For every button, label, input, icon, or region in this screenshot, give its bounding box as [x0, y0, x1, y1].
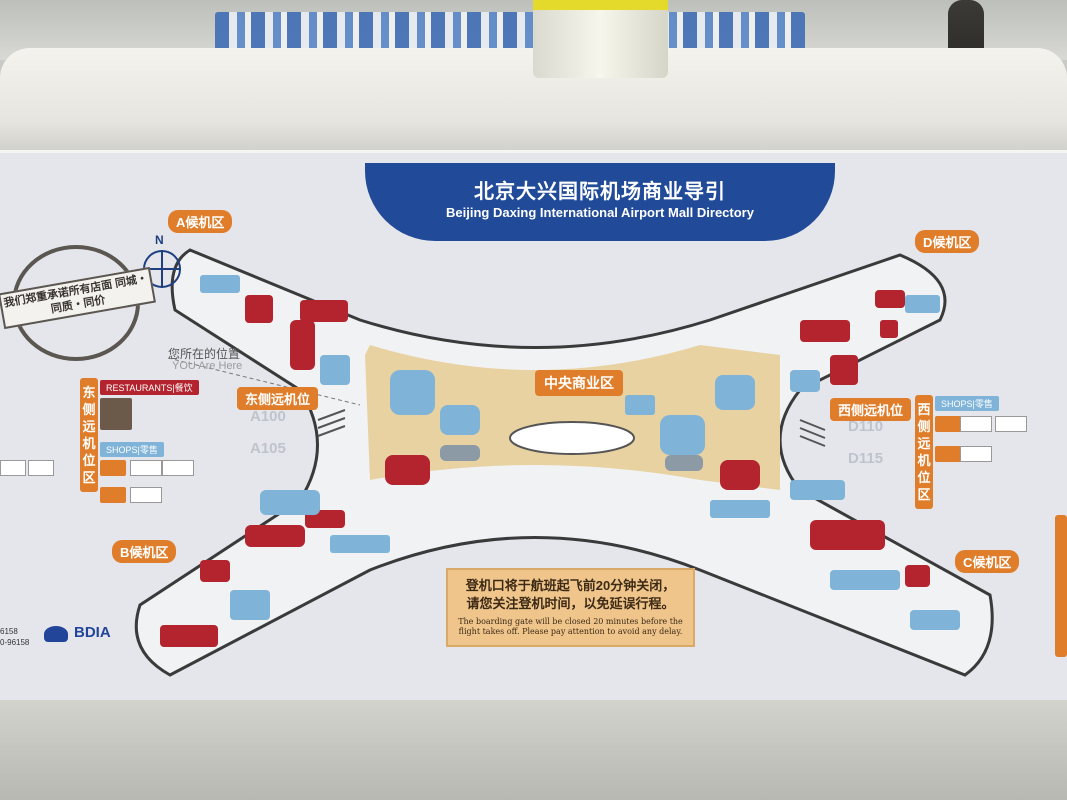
pillar-cap: [533, 0, 668, 10]
bdia-logo-icon: [44, 626, 68, 642]
restaurants-header: RESTAURANTS|餐饮: [100, 380, 199, 395]
right-remote-stand-bar: 西侧远机位区: [915, 395, 933, 509]
left-shops-header: SHOPS|零售: [100, 442, 164, 457]
brand-logo-edge-2: [28, 460, 54, 476]
ledge: [0, 700, 1067, 800]
brand-logo-5: [995, 416, 1027, 432]
escalators: [317, 409, 826, 447]
central-commercial-label: 中央商业区: [535, 370, 623, 396]
title-chinese: 北京大兴国际机场商业导引: [474, 181, 726, 203]
zone-b-label: B候机区: [112, 540, 177, 563]
brand-logo-3: [130, 487, 162, 503]
notice-en-1: The boarding gate will be closed 20 minu…: [458, 617, 683, 626]
brand-logo-4: [960, 416, 992, 432]
zone-a-label: A候机区: [168, 210, 233, 233]
terminal-map: [134, 248, 994, 677]
you-are-here-cn: 您所在的位置: [168, 347, 241, 361]
right-edge-bar: [1055, 515, 1067, 657]
notice-cn-2: 请您关注登机时间，以免延误行程。: [466, 596, 675, 611]
shop-icon-2: [100, 487, 126, 503]
gate-east-from: A100: [250, 408, 286, 425]
phone-line-1: 6158: [0, 627, 18, 636]
shop-icon-1: [100, 460, 126, 476]
gate-west-from: D110: [848, 418, 884, 435]
notice-en-2: flight takes off. Please pay attention t…: [458, 627, 683, 636]
west-remote-label: 西侧远机位: [830, 398, 912, 421]
you-are-here-en: YOU Are Here: [172, 360, 243, 372]
central-atrium: [509, 421, 635, 455]
right-shops-header: SHOPS|零售: [935, 396, 999, 411]
shop-blocks-blue: [200, 275, 960, 630]
brand-logo-1: [130, 460, 162, 476]
you-are-here-line: [167, 357, 361, 406]
shop-icon-3: [935, 416, 961, 432]
east-remote-label: 东侧远机位: [237, 387, 319, 410]
directory-title-banner: 北京大兴国际机场商业导引 Beijing Daxing Internationa…: [365, 163, 835, 241]
seating-areas: [440, 445, 703, 471]
brand-logo-2: [162, 460, 194, 476]
notice-cn-1: 登机口将于航班起飞前20分钟关闭，: [465, 578, 676, 593]
compass-north-label: N: [155, 233, 164, 247]
shop-icon-4: [935, 446, 961, 462]
pillar: [533, 0, 668, 78]
gate-west-to: D115: [848, 450, 884, 467]
bdia-brand: BDIA: [74, 624, 111, 641]
brand-logo-6: [960, 446, 992, 462]
restaurant-thumbnail: [100, 398, 132, 430]
shop-blocks-red: [160, 290, 930, 647]
left-remote-stand-bar: 东侧远机位区: [80, 378, 98, 492]
title-english: Beijing Daxing International Airport Mal…: [446, 205, 754, 220]
magazine-shelf: [215, 12, 805, 54]
brand-logo-edge-1: [0, 460, 26, 476]
gate-east-to: A105: [250, 440, 286, 457]
zone-c-label: C候机区: [955, 550, 1020, 573]
boarding-notice: 登机口将于航班起飞前20分钟关闭， 请您关注登机时间，以免延误行程。 The b…: [446, 568, 695, 647]
zone-d-label: D候机区: [915, 230, 980, 253]
phone-line-2: 0-96158: [0, 638, 30, 647]
